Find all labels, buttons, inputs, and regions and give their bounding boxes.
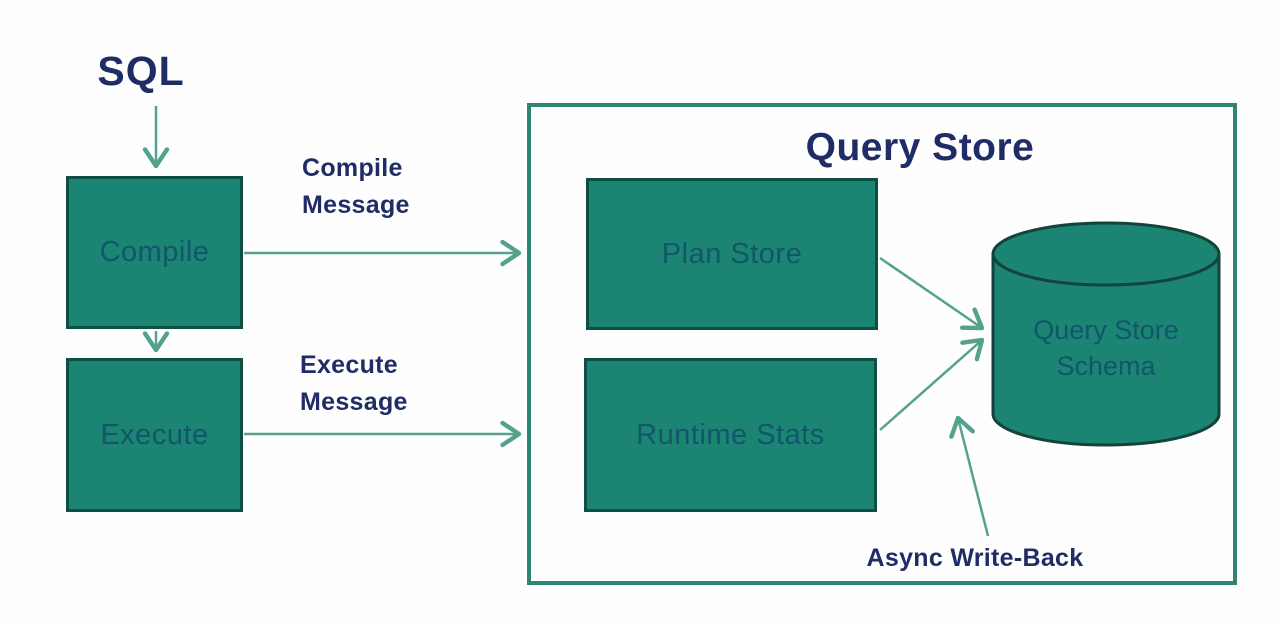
query-store-frame	[527, 103, 1237, 585]
compile-message-line2: Message	[302, 191, 410, 219]
schema-cylinder-label: Query Store Schema	[996, 312, 1216, 384]
execute-message-line1: Execute	[300, 351, 398, 379]
execute-message-label: Execute Message	[300, 347, 408, 421]
schema-cylinder-line2: Schema	[1056, 351, 1156, 381]
execute-message-line2: Message	[300, 388, 408, 416]
compile-box: Compile	[66, 176, 243, 329]
compile-message-label: Compile Message	[302, 150, 410, 224]
plan-store-box: Plan Store	[586, 178, 878, 330]
execute-box-label: Execute	[100, 418, 209, 451]
compile-message-line1: Compile	[302, 154, 403, 182]
plan-store-box-label: Plan Store	[661, 237, 803, 270]
compile-box-label: Compile	[99, 236, 210, 268]
runtime-stats-box: Runtime Stats	[584, 358, 877, 512]
query-store-title: Query Store	[805, 126, 1035, 169]
async-write-back-label: Async Write-Back	[866, 544, 1084, 572]
execute-box: Execute	[66, 358, 243, 512]
schema-cylinder-line1: Query Store	[1033, 315, 1179, 345]
runtime-stats-box-label: Runtime Stats	[636, 418, 825, 451]
sql-label: SQL	[97, 48, 185, 94]
